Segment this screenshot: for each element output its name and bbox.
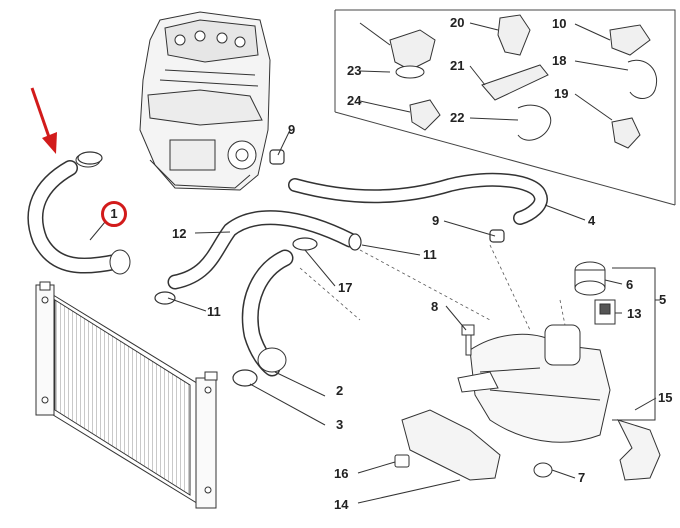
callout-part-12[interactable]: 12 xyxy=(172,226,187,241)
callout-part-1-highlighted[interactable]: 1 xyxy=(101,201,127,227)
callout-part-11-right[interactable]: 11 xyxy=(423,247,437,262)
callout-part-9-hose[interactable]: 9 xyxy=(432,213,440,228)
cap-part-6 xyxy=(574,261,606,296)
callout-part-17[interactable]: 17 xyxy=(338,280,353,295)
red-arrow-icon xyxy=(30,87,57,154)
callout-part-7[interactable]: 7 xyxy=(578,470,586,485)
callout-part-2[interactable]: 2 xyxy=(336,383,344,398)
callout-part-20[interactable]: 20 xyxy=(450,15,465,30)
callout-part-21[interactable]: 21 xyxy=(450,58,465,73)
callout-part-11-left[interactable]: 11 xyxy=(207,304,221,319)
callout-part-5[interactable]: 5 xyxy=(659,292,667,307)
callout-part-6[interactable]: 6 xyxy=(626,277,634,292)
radiator-drawing xyxy=(35,281,218,509)
dashed-assembly-lines xyxy=(299,244,566,331)
callout-part-13[interactable]: 13 xyxy=(627,306,642,321)
bolt-part-8 xyxy=(461,324,475,356)
callout-part-16[interactable]: 16 xyxy=(334,466,349,481)
callout-part-14[interactable]: 14 xyxy=(334,497,349,512)
callout-part-18[interactable]: 18 xyxy=(552,53,567,68)
callout-part-9-engine[interactable]: 9 xyxy=(288,122,296,137)
bracket-part-14 xyxy=(401,409,501,481)
callout-part-8[interactable]: 8 xyxy=(431,299,439,314)
hose-part-12 xyxy=(167,210,358,290)
callout-part-24[interactable]: 24 xyxy=(347,93,362,108)
bracket-part-15 xyxy=(617,419,661,481)
small-parts-16-7 xyxy=(394,454,553,478)
expansion-tank-drawing xyxy=(457,324,611,443)
hose-part-2 xyxy=(241,249,294,377)
engine-block-drawing xyxy=(139,11,271,191)
callout-part-4[interactable]: 4 xyxy=(588,213,596,228)
callout-part-22[interactable]: 22 xyxy=(450,110,465,125)
callout-part-23[interactable]: 23 xyxy=(347,63,362,78)
callout-part-19[interactable]: 19 xyxy=(554,86,569,101)
leader-lines xyxy=(89,22,657,504)
callout-part-3[interactable]: 3 xyxy=(336,417,344,432)
callout-part-15[interactable]: 15 xyxy=(658,390,673,405)
clamp-drawings xyxy=(77,149,505,387)
inset-frame xyxy=(335,9,676,205)
group-bracket-5 xyxy=(612,267,656,421)
label-part-13 xyxy=(594,299,616,325)
callout-part-10[interactable]: 10 xyxy=(552,16,567,31)
inset-parts-drawings xyxy=(389,14,658,149)
hose-part-4 xyxy=(288,172,548,225)
hose-part-1 xyxy=(27,152,131,275)
